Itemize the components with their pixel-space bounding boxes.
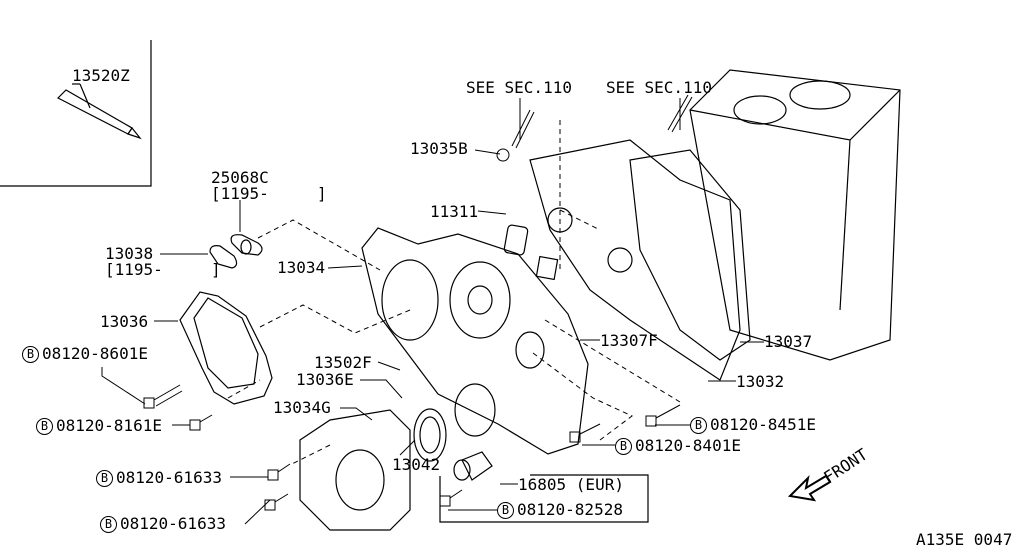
- gasket-25068c: [230, 234, 263, 256]
- label-13034g: 13034G: [273, 398, 331, 417]
- leader-lines: [101, 98, 764, 525]
- bolt-marker-icon: B: [615, 438, 632, 455]
- gasket-13036: [179, 291, 273, 405]
- oil-seal-13042: [413, 408, 447, 462]
- plate-13038: [209, 245, 238, 269]
- bolt-marker-icon: B: [22, 346, 39, 363]
- bolt-marker-icon: B: [497, 502, 514, 519]
- bolt-marker-icon: B: [36, 418, 53, 435]
- label-see-sec-110-right: SEE SEC.110: [606, 78, 712, 97]
- label-13038-date: [1195- ]: [105, 260, 221, 279]
- label-13036: 13036: [100, 312, 149, 331]
- label-13038: 13038: [105, 244, 154, 263]
- engine-block: [689, 69, 901, 361]
- label-11311: 11311: [430, 202, 479, 221]
- label-13037: 13037: [764, 332, 813, 351]
- part-number: 08120-8161E: [56, 416, 162, 435]
- bolt-shapes: [143, 94, 693, 511]
- gasket-13037: [629, 149, 751, 361]
- sealant-tube-icon: [56, 83, 142, 140]
- bolt-marker-icon: B: [100, 516, 117, 533]
- sensor-16805: [453, 451, 493, 481]
- diagram-id: A135E 0047: [916, 530, 1013, 549]
- label-13035b: 13035B: [410, 139, 468, 158]
- part-number: 08120-61633: [116, 468, 222, 487]
- bolt-marker-icon: B: [690, 417, 707, 434]
- plate-13032: [529, 139, 741, 381]
- label-16805: 16805 (EUR): [518, 475, 624, 494]
- label-13502f: 13502F: [314, 353, 372, 372]
- bolt-marker-icon: B: [96, 470, 113, 487]
- inset-border: [0, 40, 152, 187]
- part-number: 08120-82528: [517, 500, 623, 519]
- part-number: 08120-8601E: [42, 344, 148, 363]
- eur-box: [439, 474, 649, 523]
- label-13036e: 13036E: [296, 370, 354, 389]
- label-13520z: 13520Z: [72, 66, 130, 85]
- part-number: 08120-61633: [120, 514, 226, 533]
- part-number: 08120-8451E: [710, 415, 816, 434]
- label-13032: 13032: [736, 372, 785, 391]
- label-13307f: 13307F: [600, 331, 658, 350]
- label-25068c-date: [1195- ]: [211, 184, 327, 203]
- cover-13034g: [299, 409, 411, 531]
- part-number: 08120-8401E: [635, 436, 741, 455]
- label-13034: 13034: [277, 258, 326, 277]
- label-13042: 13042: [392, 455, 441, 474]
- label-see-sec-110-left: SEE SEC.110: [466, 78, 572, 97]
- alignment-lines: [227, 120, 681, 466]
- front-arrow-icon: [787, 474, 832, 502]
- timing-cover-13034: [361, 227, 589, 455]
- label-25068c: 25068C: [211, 168, 269, 187]
